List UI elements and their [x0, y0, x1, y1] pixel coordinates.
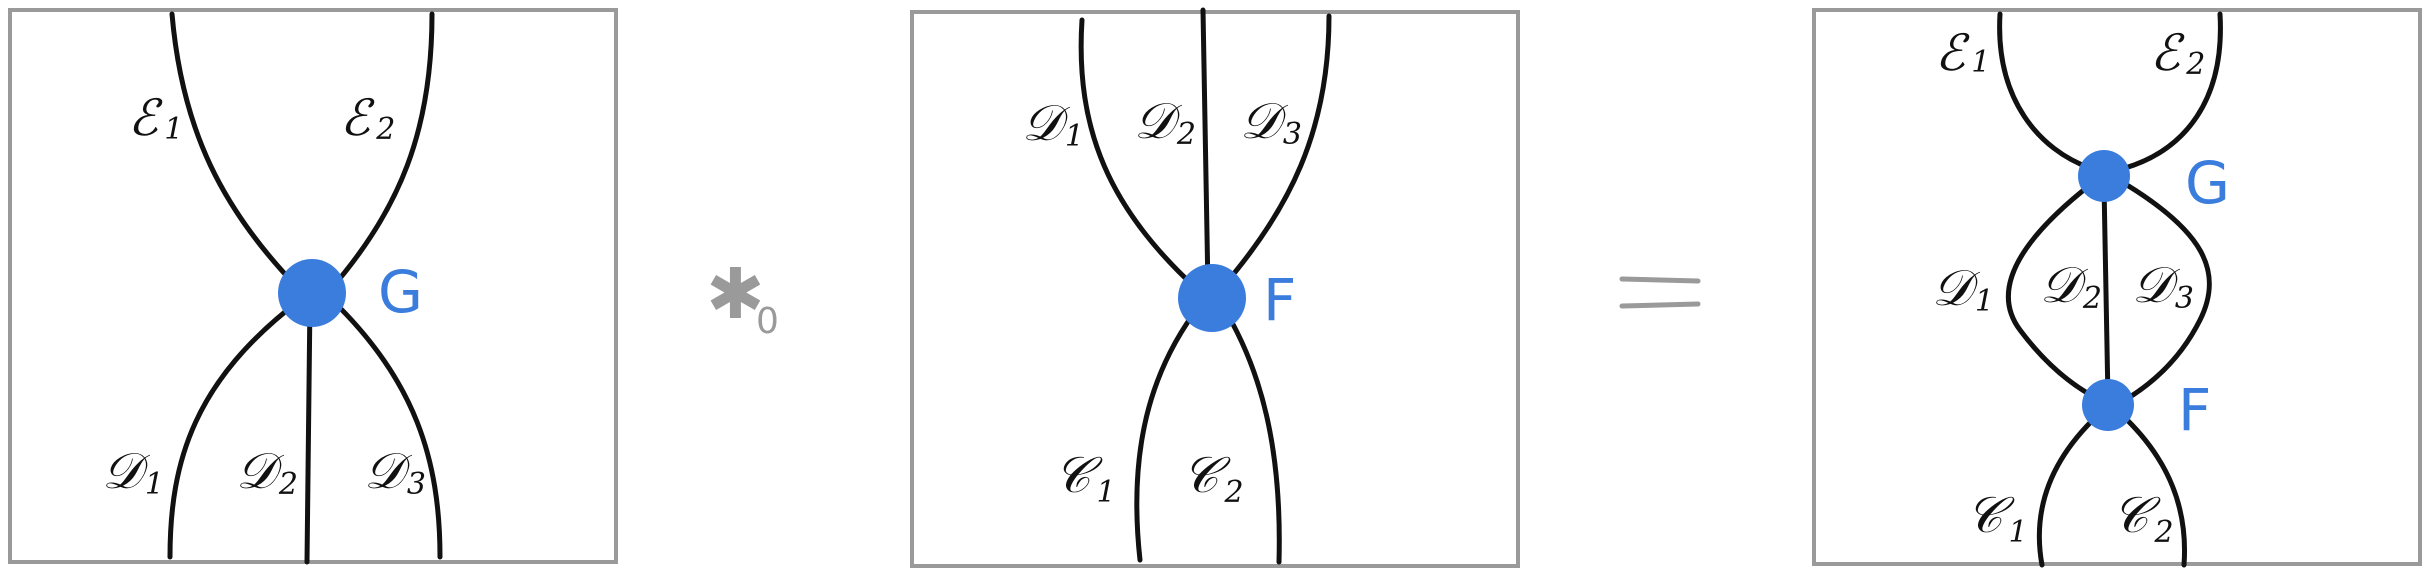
- strand-e2-in: [327, 11, 435, 293]
- panel-f-frame: [910, 10, 1520, 568]
- panel-result-frame: [1812, 8, 2422, 566]
- vertex-f: [2082, 379, 2134, 431]
- strand-c1-bottom: [2036, 412, 2101, 568]
- vertex-g: [278, 259, 346, 327]
- strand-e1-top: [1997, 11, 2093, 171]
- strand-c2-out: [1219, 302, 1282, 565]
- equals-bar-top: [1619, 276, 1701, 284]
- strand-e1-in: [169, 11, 303, 293]
- operator-subscript: 0: [756, 301, 779, 342]
- vertex-f-label: F: [1263, 266, 1296, 334]
- strand-d1-mid: [2005, 182, 2103, 403]
- strand-d3-mid: [2122, 182, 2212, 403]
- strand-d1-in: [1078, 17, 1201, 293]
- strand-d1-out: [167, 297, 303, 560]
- strand-d2-in: [1200, 7, 1211, 293]
- equals-bar-bottom: [1619, 301, 1701, 309]
- vertex-f: [1178, 264, 1246, 332]
- panel-g-frame: [8, 8, 618, 564]
- strand-d2-mid: [2101, 182, 2111, 403]
- vertex-g: [2078, 150, 2130, 202]
- strand-d2-out: [304, 297, 313, 565]
- vertex-g-label: G: [2185, 149, 2230, 217]
- equals-sign: [1619, 276, 1701, 309]
- strand-e2-top: [2122, 11, 2223, 171]
- strand-c2-bottom: [2119, 412, 2188, 568]
- star-operator-icon: ✱: [706, 253, 765, 335]
- vertex-f-label: F: [2178, 376, 2211, 444]
- strand-d3-in: [1217, 13, 1332, 293]
- strand-c1-out: [1134, 302, 1203, 563]
- vertex-g-label: G: [378, 258, 423, 326]
- composition-operator: ✱ 0: [706, 253, 779, 342]
- strand-d3-out: [329, 297, 443, 560]
